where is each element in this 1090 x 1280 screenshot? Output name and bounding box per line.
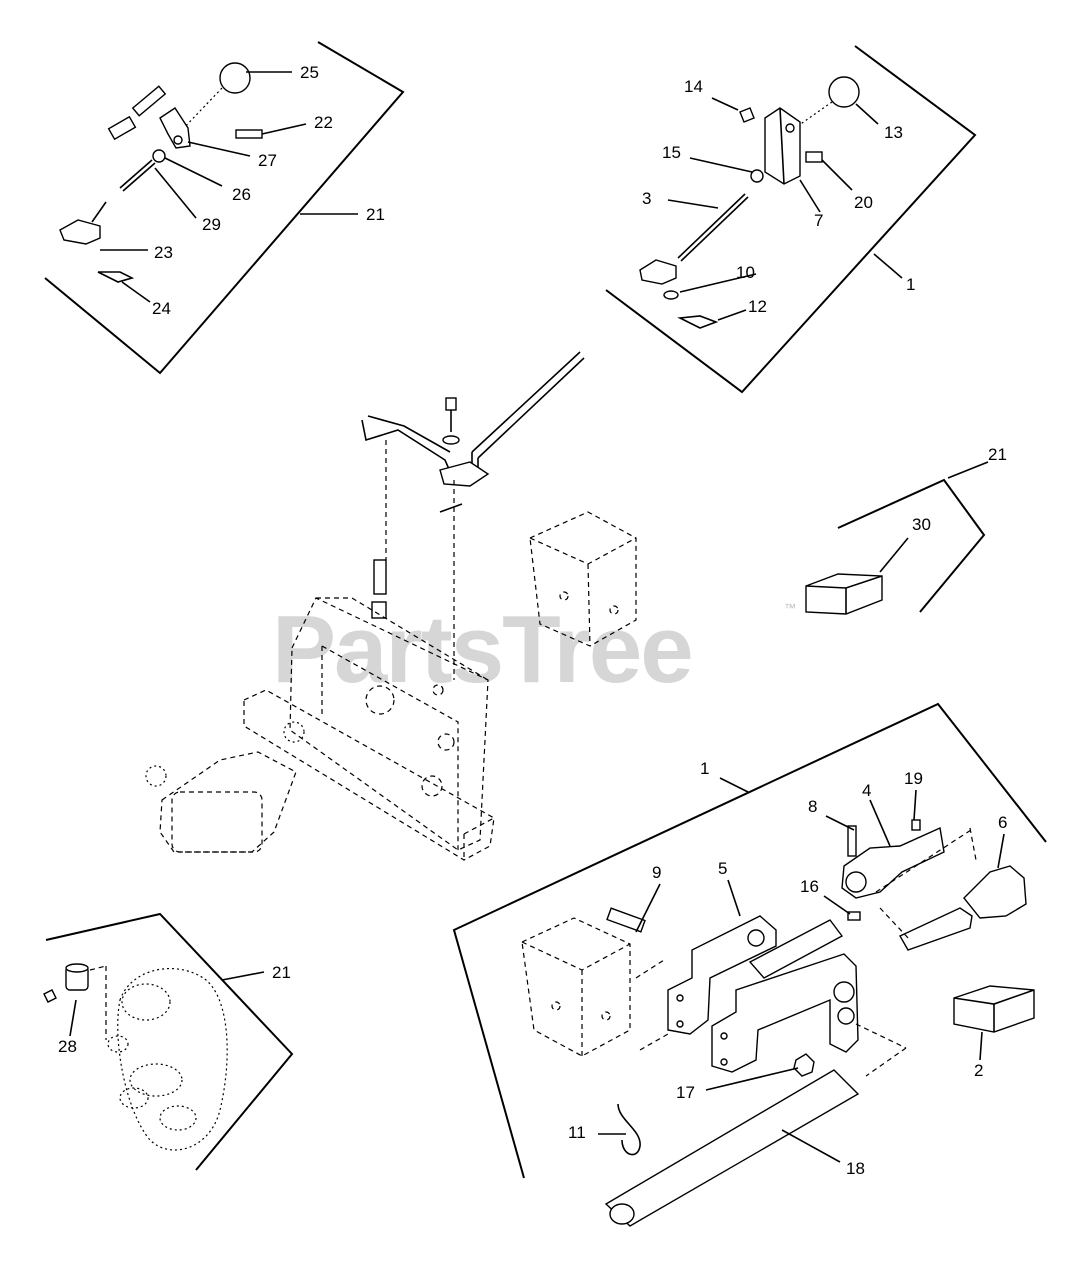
hairpin-part-11 xyxy=(617,1103,641,1156)
callout-9: 9 xyxy=(652,863,661,882)
frame-rail xyxy=(243,689,495,861)
knob-part-13 xyxy=(828,76,860,108)
hitch-bracket-upper xyxy=(529,511,637,647)
callout-8: 8 xyxy=(808,797,817,816)
boundary-middle-right xyxy=(837,478,986,613)
nut-part-15 xyxy=(750,169,764,183)
group-top-left xyxy=(44,41,405,375)
spacer-part xyxy=(373,559,387,595)
callout-22: 22 xyxy=(314,113,333,132)
callout-3: 3 xyxy=(642,189,651,208)
callout-13: 13 xyxy=(884,123,903,142)
callout-4: 4 xyxy=(862,781,871,800)
boundary-top-left xyxy=(44,41,405,375)
callout-1-top-right: 1 xyxy=(906,275,915,294)
bracket-part-second xyxy=(711,953,859,1073)
yoke-part-6 xyxy=(963,865,1027,919)
callout-29: 29 xyxy=(202,215,221,234)
callout-1-bottom-right: 1 xyxy=(700,759,709,778)
group-bottom-right xyxy=(452,702,1047,1227)
group-center-assembly xyxy=(145,351,637,861)
callout-20: 20 xyxy=(854,193,873,212)
pin-part xyxy=(131,85,167,117)
knob-part-25 xyxy=(219,62,251,94)
bolt-part-16 xyxy=(847,911,861,921)
clip-part-12 xyxy=(677,315,719,329)
group-top-right xyxy=(605,45,977,394)
boundary-bottom-left xyxy=(45,912,294,1171)
callout-14: 14 xyxy=(684,77,703,96)
group-bottom-left xyxy=(43,912,294,1171)
callout-7: 7 xyxy=(814,211,823,230)
callout-21-middle-right: 21 xyxy=(988,445,1007,464)
callout-30: 30 xyxy=(912,515,931,534)
callout-24: 24 xyxy=(152,299,171,318)
lift-tube-part-18 xyxy=(604,1069,860,1227)
callout-18: 18 xyxy=(846,1159,865,1178)
block-part-30 xyxy=(805,573,883,615)
boundary-top-right xyxy=(605,45,977,394)
nut-part-17 xyxy=(793,1053,815,1077)
trademark-mark: ™ xyxy=(784,601,796,615)
callout-15: 15 xyxy=(662,143,681,162)
watermark: PartsTree xyxy=(272,596,692,703)
bracket-part xyxy=(639,259,677,285)
boundary-bottom-right xyxy=(452,702,1047,1179)
control-rod xyxy=(471,351,581,453)
callout-16: 16 xyxy=(800,877,819,896)
callout-12: 12 xyxy=(748,297,767,316)
callout-17: 17 xyxy=(676,1083,695,1102)
linkage-arm xyxy=(361,419,453,477)
bracket-part-5 xyxy=(667,915,777,1035)
nut-part-14 xyxy=(739,107,755,123)
group-middle-right xyxy=(805,461,989,615)
callout-5: 5 xyxy=(718,859,727,878)
washer-part-10 xyxy=(663,290,679,300)
clip-part-24 xyxy=(97,271,135,283)
callout-labels: 25 22 27 26 21 29 23 24 14 13 15 20 3 7 … xyxy=(58,63,1007,1178)
rod-part-29 xyxy=(119,159,153,189)
nut-part-26 xyxy=(152,149,166,163)
drive-housing xyxy=(117,967,228,1151)
bracket-part-23 xyxy=(59,219,101,245)
screw-part-22 xyxy=(235,129,263,139)
bolt-part xyxy=(445,397,457,411)
callout-27: 27 xyxy=(258,151,277,170)
callout-25: 25 xyxy=(300,63,319,82)
gearbox xyxy=(159,751,297,853)
callout-28: 28 xyxy=(58,1037,77,1056)
callout-2: 2 xyxy=(974,1061,983,1080)
callout-21-top-left: 21 xyxy=(366,205,385,224)
callout-19: 19 xyxy=(904,769,923,788)
callout-26: 26 xyxy=(232,185,251,204)
callout-11: 11 xyxy=(568,1123,586,1142)
hitch-bracket-lower xyxy=(521,917,631,1057)
callout-21-bottom-left: 21 xyxy=(272,963,291,982)
rod-part-3 xyxy=(677,193,746,259)
screw-part-20 xyxy=(805,151,823,163)
callout-10: 10 xyxy=(736,263,755,282)
lever-part-27 xyxy=(159,107,191,149)
callout-6: 6 xyxy=(998,813,1007,832)
bolt-part-9 xyxy=(606,907,646,933)
callout-23: 23 xyxy=(154,243,173,262)
